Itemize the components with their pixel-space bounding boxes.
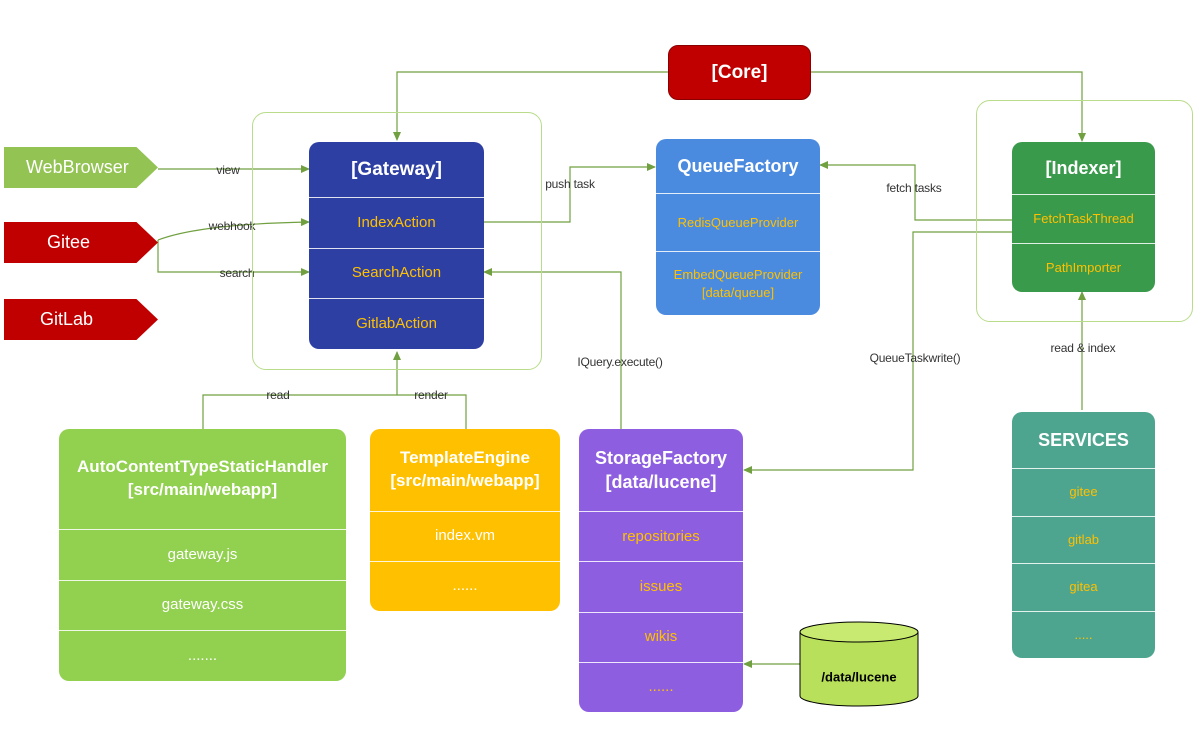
label-read-index: read & index (1050, 341, 1116, 355)
services-row-gitlab[interactable]: gitlab (1012, 515, 1155, 564)
lucene-store-label: /data/lucene (821, 669, 897, 685)
gateway-group-outline (252, 112, 542, 370)
edge-core-gateway (393, 68, 676, 141)
storage-factory-title: StorageFactory [data/lucene] (594, 447, 728, 492)
source-gitee[interactable]: Gitee (4, 222, 158, 263)
storage-factory-box[interactable]: StorageFactory [data/lucene] repositorie… (579, 429, 743, 712)
storage-row-repositories[interactable]: repositories (579, 511, 743, 561)
label-fetch-tasks: fetch tasks (886, 181, 942, 195)
template-engine-title: TemplateEngine [src/main/webapp] (390, 448, 540, 490)
gateway-row-index-action[interactable]: IndexAction (309, 197, 484, 248)
edge-search (157, 240, 310, 276)
template-row-index-vm[interactable]: index.vm (370, 511, 560, 561)
indexer-row-fetch-task-thread[interactable]: FetchTaskThread (1012, 194, 1155, 243)
label-search: search (219, 266, 255, 280)
lucene-cylinder (799, 621, 919, 707)
edge-read (202, 351, 401, 429)
label-push-task: push task (545, 177, 595, 191)
edge-core-indexer (802, 68, 1086, 142)
source-webbrowser[interactable]: WebBrowser (4, 147, 158, 188)
services-row-more[interactable]: ..... (1012, 610, 1155, 659)
template-engine-box[interactable]: TemplateEngine [src/main/webapp] index.v… (370, 429, 560, 611)
edge-iquery (483, 268, 622, 429)
storage-row-issues[interactable]: issues (579, 561, 743, 611)
edge-push-task (484, 163, 656, 223)
queue-factory-box[interactable]: QueueFactory RedisQueueProvider EmbedQue… (656, 139, 820, 315)
queue-row-redis[interactable]: RedisQueueProvider (656, 193, 820, 251)
label-queue-write: QueueTaskwrite() (869, 351, 961, 365)
services-row-gitee[interactable]: gitee (1012, 468, 1155, 516)
label-iquery: IQuery.execute() (577, 355, 663, 369)
label-render: render (414, 388, 448, 402)
indexer-row-path-importer[interactable]: PathImporter (1012, 243, 1155, 292)
static-row-gateway-js[interactable]: gateway.js (59, 529, 346, 580)
gateway-title: [Gateway] (351, 158, 442, 180)
indexer-group-outline (976, 100, 1193, 322)
gateway-box[interactable]: [Gateway] IndexAction SearchAction Gitla… (309, 142, 484, 349)
gateway-row-gitlab-action[interactable]: GitlabAction (309, 298, 484, 349)
edge-queue-write (743, 231, 1012, 474)
label-view: view (216, 163, 240, 177)
storage-row-more[interactable]: ...... (579, 661, 743, 712)
storage-row-wikis[interactable]: wikis (579, 611, 743, 662)
services-box[interactable]: SERVICES gitee gitlab gitea ..... (1012, 412, 1155, 658)
static-row-more[interactable]: ....... (59, 630, 346, 681)
label-webhook: webhook (208, 219, 256, 233)
indexer-title: [Indexer] (1045, 157, 1122, 178)
services-title: SERVICES (1038, 429, 1129, 450)
source-gitlab[interactable]: GitLab (4, 299, 158, 340)
edge-render (397, 394, 467, 429)
edge-fetch-tasks (819, 161, 1012, 221)
core-node[interactable]: [Core] (668, 45, 811, 100)
static-handler-box[interactable]: AutoContentTypeStaticHandler [src/main/w… (59, 429, 346, 681)
services-row-gitea[interactable]: gitea (1012, 563, 1155, 611)
template-row-more[interactable]: ...... (370, 561, 560, 611)
queue-factory-title: QueueFactory (677, 155, 799, 176)
static-handler-title: AutoContentTypeStaticHandler [src/main/w… (77, 457, 328, 499)
static-row-gateway-css[interactable]: gateway.css (59, 579, 346, 631)
queue-row-embed[interactable]: EmbedQueueProvider [data/queue] (656, 251, 820, 315)
indexer-box[interactable]: [Indexer] FetchTaskThread PathImporter (1012, 142, 1155, 292)
gateway-row-search-action[interactable]: SearchAction (309, 247, 484, 299)
label-read: read (266, 388, 290, 402)
edge-webhook (157, 218, 310, 241)
